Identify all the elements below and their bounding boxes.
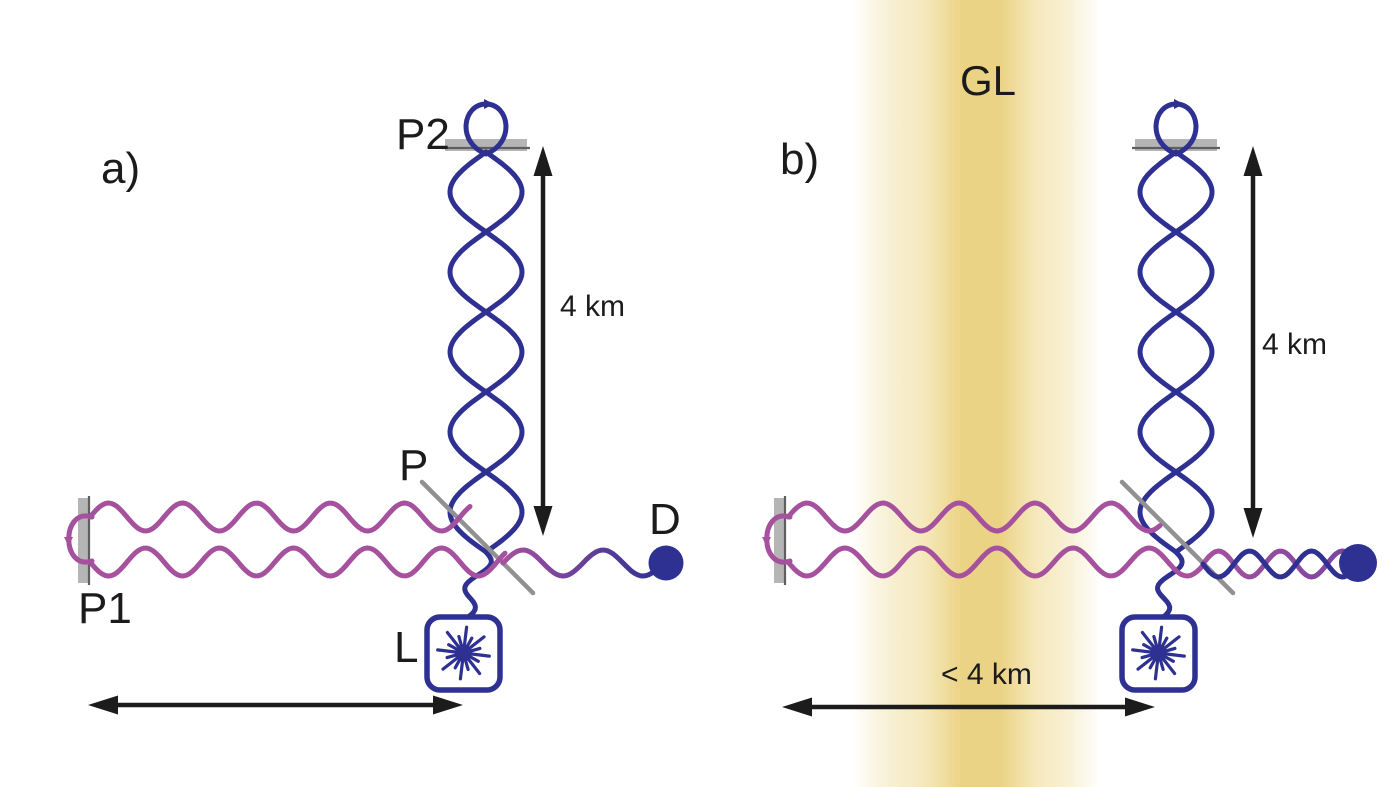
vertical-arm-wave-a [447,99,525,620]
output-wave-a [500,547,655,579]
horizontal-arm-wave-a [64,500,508,579]
detector-a [648,545,684,581]
mirror-p1-a [78,496,91,585]
horizontal-arm-wave-b [762,500,1206,579]
label-arm-length-a: 4 km [560,290,626,323]
horizontal-arm-arrow-b [782,697,1155,717]
label-panel-b: b) [780,135,820,184]
horizontal-arm-arrow-a [88,695,463,715]
label-laser-l: L [394,623,419,672]
laser-box-a [424,614,503,693]
label-arm-length-b: 4 km [1262,328,1328,361]
label-splitter-p: P [399,441,429,490]
left-mirror-b [774,496,787,585]
laser-starburst-icon [436,625,491,681]
vertical-arm-arrow-b [1243,146,1263,538]
top-mirror-b [1132,139,1220,151]
vertical-arm-arrow-a [533,146,553,536]
label-gw-gl: GL [960,57,1017,104]
laser-starburst-icon [1131,625,1186,681]
output-interference-wave-b [1200,548,1348,580]
gw-band [852,0,1100,787]
beam-splitter-a [419,479,536,596]
label-mirror-p2: P2 [396,110,450,159]
detector-b [1339,544,1377,582]
mirror-p2-a [442,139,530,151]
label-detector-d: D [649,495,681,544]
label-panel-a: a) [101,144,141,193]
laser-box-b [1119,614,1198,693]
label-arm-length-b-horizontal: < 4 km [941,658,1032,691]
label-mirror-p1: P1 [78,584,132,633]
vertical-arm-wave-b [1137,99,1215,620]
